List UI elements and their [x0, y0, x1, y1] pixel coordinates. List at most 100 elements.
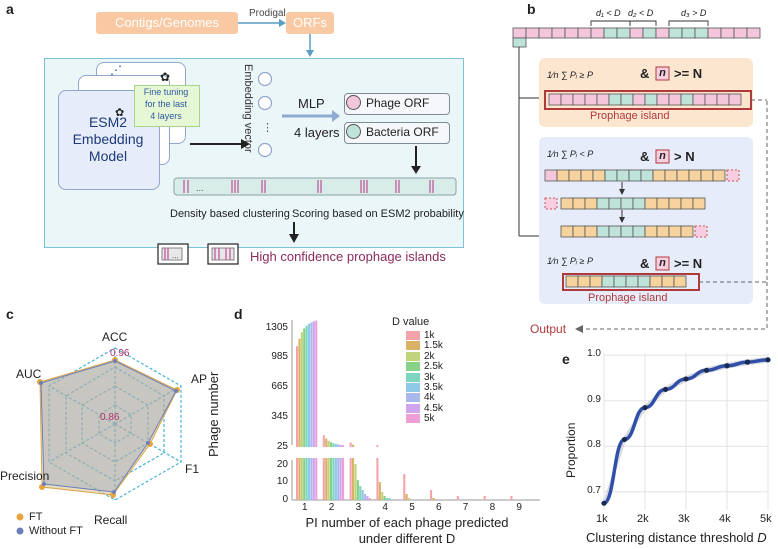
ytick-985: 985 [271, 351, 288, 362]
bar-2.5k-pi-2 [330, 442, 333, 500]
legend-ft-label: FT [29, 511, 43, 523]
prodigal-arrowhead [279, 19, 286, 27]
legend-title: D value [392, 316, 430, 328]
line-xtick-5k: 5k [760, 513, 772, 525]
legend-ft-dot [16, 513, 24, 521]
bar-xlabel-1: PI number of each phage predicted [305, 515, 509, 530]
line-xtick-1k: 1k [596, 513, 608, 525]
legend-label-2k: 2k [424, 350, 435, 362]
output-label: Output [530, 322, 567, 336]
legend-swatch-4k [406, 393, 420, 403]
orfs-box [286, 12, 334, 34]
bar-1.5k-pi-6 [432, 498, 435, 500]
radar-ring-086: 0.86 [100, 412, 120, 423]
case2-strip-1 [544, 169, 726, 182]
bar-1k-pi-1 [296, 346, 299, 500]
bar-2k-pi-5 [408, 498, 411, 500]
finetune-label-2: for the last [144, 99, 188, 109]
bar-break-gap [292, 447, 542, 458]
legend-swatch-2.5k [406, 362, 420, 372]
line-point-1 [601, 500, 607, 506]
radar-axis-f1: F1 [185, 462, 200, 476]
legend-label-1.5k: 1.5k [424, 340, 443, 352]
bar-2k-pi-1 [300, 332, 303, 500]
case3-and: & [640, 256, 650, 271]
legend-label-5k: 5k [424, 413, 435, 425]
contigs-box [96, 12, 238, 34]
legend-label-2.5k: 2.5k [424, 361, 443, 373]
genome-bar [173, 177, 457, 196]
bar-4k-pi-1 [310, 322, 313, 500]
legend-label-1k: 1k [424, 330, 435, 341]
line-grid [603, 353, 769, 510]
bar-xtick-5: 5 [409, 502, 415, 513]
bar-5k-pi-1 [315, 320, 318, 500]
orfs-label: ORFs [293, 15, 327, 30]
high-conf-label: High confidence prophage islands [250, 249, 446, 264]
radar-axis-ap: AP [191, 372, 208, 386]
bar-xtick-8: 8 [489, 502, 496, 513]
bar-1.5k-pi-5 [405, 494, 408, 500]
phage-orf-label: Phage ORF [366, 96, 430, 110]
bar-1.5k-pi-2 [325, 438, 328, 500]
bar-ylabel: Phage number [206, 371, 221, 457]
radar-axis-auc: AUC [16, 367, 42, 381]
line-ytick-1.0: 1.0 [587, 348, 601, 360]
bar-xlabel-2: under different D [272, 531, 542, 546]
bar-series [292, 320, 542, 500]
model-label-3: Model [88, 148, 128, 164]
line-xtick-3k: 3k [678, 513, 690, 525]
line-point-5 [765, 357, 771, 363]
bar-4.5k-pi-1 [312, 321, 315, 500]
line-ytick-0.9: 0.9 [587, 393, 601, 405]
case3-strip [565, 275, 687, 288]
scoring-label: Scoring based on ESM2 probability [292, 208, 464, 220]
bar-4k-pi-2 [337, 444, 340, 500]
bacteria-orf-label: Bacteria ORF [366, 125, 439, 139]
orfs-arrowhead [306, 50, 314, 57]
ytick-665: 665 [271, 381, 288, 392]
bar-chart [286, 320, 542, 501]
prophage-label-2: Prophage island [588, 292, 668, 304]
legend-withoutft-dot [16, 527, 24, 535]
line-point-2.5 [662, 386, 669, 393]
legend-label-3k: 3k [424, 371, 435, 383]
bar-3.5k-pi-3 [361, 490, 364, 500]
line-xlabel-text: Clustering distance threshold [586, 530, 754, 545]
density-label: Density based clustering [170, 208, 290, 220]
withoutft-area [40, 360, 177, 493]
bar-2.5k-pi-3 [356, 480, 359, 500]
bar-1k-pi-6 [430, 490, 433, 500]
bar-2.5k-pi-4 [383, 496, 386, 500]
panel-label-a: a [6, 1, 14, 17]
legend-swatch-4.5k [406, 403, 420, 413]
genome-marks [183, 180, 434, 193]
bar-4.5k-pi-3 [366, 496, 369, 500]
line-point-3.5 [703, 367, 710, 373]
formula3: 1⁄n ∑ Pᵢ ≥ P [547, 256, 593, 266]
radar-chart [16, 347, 182, 535]
bar-4.5k-pi-2 [339, 444, 342, 500]
formula1: 1⁄n ∑ Pᵢ ≥ P [547, 70, 593, 80]
case1-tail: >= N [674, 66, 703, 81]
line-xtick-2k: 2k [637, 513, 649, 525]
case1-n: n [659, 67, 666, 79]
badge-icon: ✿ [160, 70, 171, 84]
line-chart [601, 353, 771, 510]
line-xtick-4k: 4k [719, 513, 731, 525]
d1-label: d₁ < D [596, 8, 621, 18]
ytick-10: 10 [276, 476, 288, 487]
bar-5k-pi-3 [368, 498, 371, 500]
bar-3.5k-pi-4 [388, 498, 391, 500]
case1-and: & [640, 66, 650, 81]
bar-xtick-6: 6 [436, 502, 442, 513]
radar-axis-precision: Precision [0, 469, 50, 483]
bar-3.5k-pi-2 [334, 443, 337, 500]
legend-label-4.5k: 4.5k [424, 402, 443, 414]
legend-swatch-3.5k [406, 383, 420, 392]
panel-label-b: b [527, 1, 536, 17]
legend-swatch-1k [406, 331, 420, 340]
bar-3k-pi-4 [386, 498, 389, 500]
case2-tail: > N [674, 149, 695, 164]
finetune-box [134, 85, 200, 127]
